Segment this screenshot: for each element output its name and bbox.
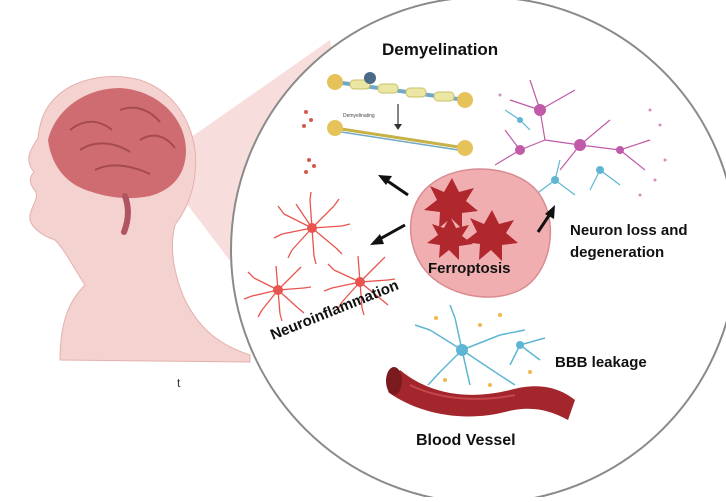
blood-vessel-icon [386,367,575,420]
arrow-to-neuron-loss [536,205,555,233]
ferroptosis-cell-icon [409,168,552,298]
label-demyelination: Demyelination [382,40,499,59]
myelinated-neuron-icon [327,72,473,108]
microglia-icon [273,191,351,265]
debris-icon [302,110,316,174]
human-head [28,76,251,363]
arrow-to-neuroinflammation [370,223,406,245]
demyelinated-neuron-icon [327,120,473,156]
label-stray-t: t [177,376,181,390]
label-neuron-loss-line2: degeneration [570,244,665,261]
arrow-to-demyelination [378,175,409,197]
label-neuron-loss: Neuron loss and degeneration [570,220,688,264]
label-blood-vessel: Blood Vessel [416,432,516,449]
label-demyelinating-small: Demyelinating [343,113,375,119]
label-bbb-leakage: BBB leakage [555,354,647,371]
brain-icon [48,88,186,199]
label-neuron-loss-line1: Neuron loss and [570,222,688,239]
label-ferroptosis: Ferroptosis [428,260,511,277]
leakage-dots-icon [434,313,532,387]
microglia-icon [323,255,396,316]
microglia-icon [243,265,312,322]
